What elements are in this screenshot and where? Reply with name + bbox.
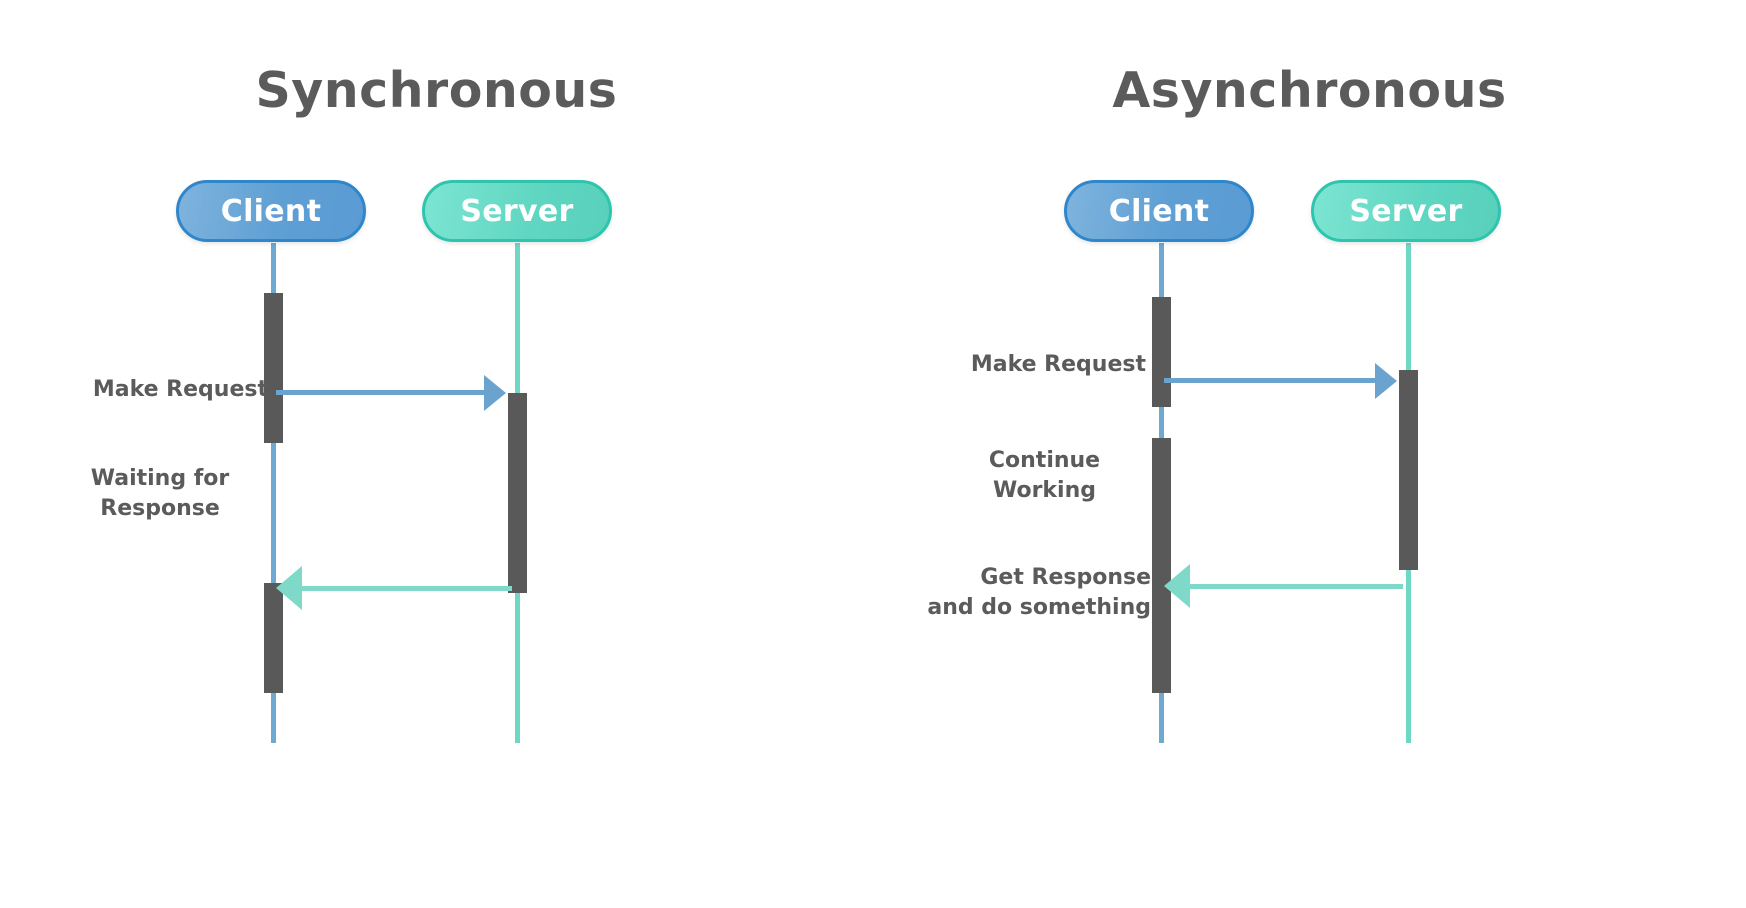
message-label-make-request-sync: Make Request xyxy=(92,377,268,402)
actor-server-async[interactable]: Server xyxy=(1311,180,1501,242)
panel-synchronous: Synchronous Client Server Make Request W… xyxy=(90,62,618,743)
message-label-get-response-async: Get Response and do something xyxy=(927,565,1151,621)
arrowhead-right-make-request-async xyxy=(1375,363,1397,399)
message-label-waiting-for-response-sync: Waiting for Response xyxy=(90,466,230,522)
message-label-make-request-async: Make Request xyxy=(970,352,1146,377)
activation-server-sync xyxy=(508,393,527,593)
message-line-return-response-sync xyxy=(300,586,512,591)
message-line-get-response-async xyxy=(1188,584,1403,589)
lifeline-client-sync xyxy=(271,243,276,743)
actor-server-async-label: Server xyxy=(1349,193,1463,229)
panel-asynchronous: Asynchronous Client Server Make Request … xyxy=(873,0,1746,908)
arrowhead-right-make-request-sync xyxy=(484,375,506,411)
actor-server-sync[interactable]: Server xyxy=(422,180,612,242)
message-label-continue-working-async: Continue Working xyxy=(988,448,1101,504)
arrowhead-left-get-response-async xyxy=(1164,564,1190,608)
actor-client-async[interactable]: Client xyxy=(1064,180,1254,242)
activation-client-sync-request xyxy=(264,293,283,443)
activation-server-async xyxy=(1399,370,1418,570)
arrowhead-left-return-response-sync xyxy=(276,566,302,610)
actor-server-sync-label: Server xyxy=(460,193,574,229)
message-line-make-request-sync xyxy=(276,390,488,395)
activation-client-async-lower xyxy=(1152,438,1171,693)
activation-client-sync-receive xyxy=(264,583,283,693)
message-line-make-request-async xyxy=(1164,378,1379,383)
actor-client-async-label: Client xyxy=(1108,193,1210,229)
actor-client-sync[interactable]: Client xyxy=(176,180,366,242)
actor-client-sync-label: Client xyxy=(220,193,322,229)
panel-title-asynchronous: Asynchronous xyxy=(1112,62,1507,119)
activation-client-async-upper xyxy=(1152,297,1171,407)
panel-title-synchronous: Synchronous xyxy=(255,62,618,119)
